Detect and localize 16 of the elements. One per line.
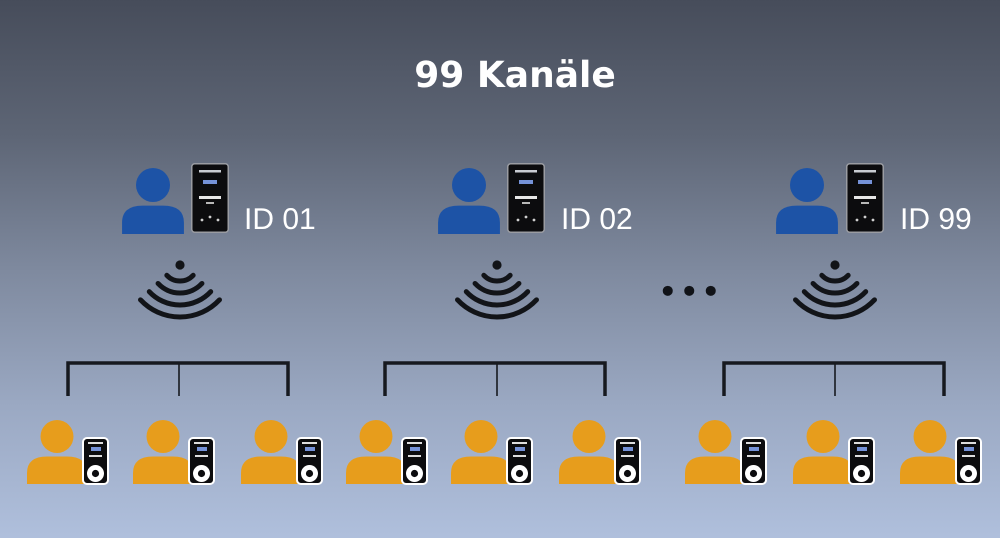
person-icon: [122, 168, 184, 234]
ellipsis: ...: [660, 253, 724, 297]
person-icon: [793, 420, 853, 484]
title: 99 Kanäle: [414, 55, 616, 97]
person-icon: [900, 420, 960, 484]
person-icon: [685, 420, 745, 484]
person-icon: [133, 420, 193, 484]
person-icon: [438, 168, 500, 234]
id-label: ID 01: [244, 203, 316, 237]
person-icon: [776, 168, 838, 234]
person-icon: [559, 420, 619, 484]
id-label: ID 02: [561, 203, 633, 237]
person-icon: [241, 420, 301, 484]
id-label: ID 99: [900, 203, 972, 237]
person-icon: [27, 420, 87, 484]
person-icon: [346, 420, 406, 484]
